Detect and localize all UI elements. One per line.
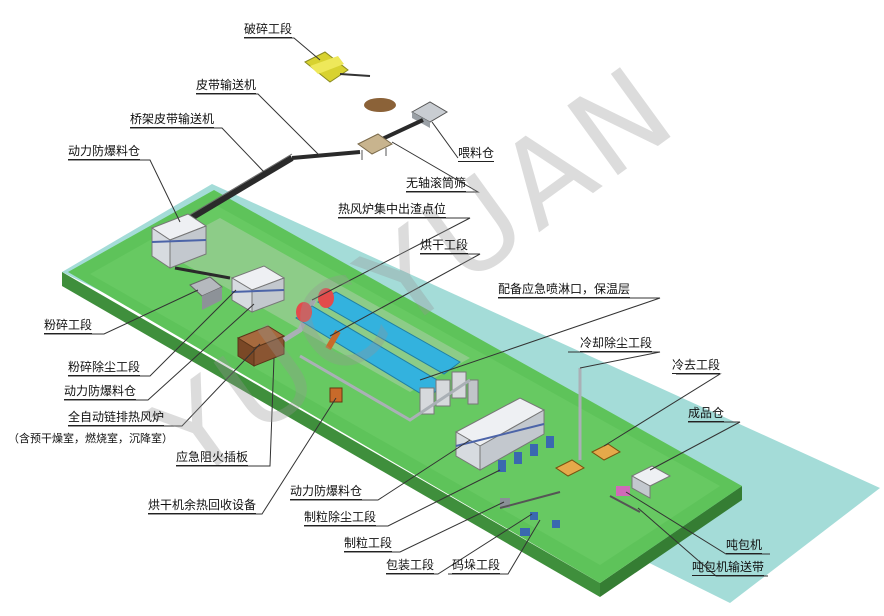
label-feed-bin: 喂料仓: [458, 146, 495, 162]
coolers: [555, 443, 621, 477]
label-packing: 包装工段: [386, 558, 435, 574]
label-power-bin-2: 动力防爆料仓: [64, 384, 137, 400]
label-power-bin-1: 动力防爆料仓: [68, 144, 141, 160]
label-pellet-dust: 制粒除尘工段: [304, 510, 377, 526]
label-belt-conveyor: 皮带输送机: [196, 78, 257, 94]
pellet-mills: [498, 436, 554, 472]
material-pile: [364, 98, 396, 112]
rotary-dryer-2: [316, 288, 461, 375]
power-bin-3: [454, 397, 546, 471]
label-drying: 烘干工段: [420, 238, 469, 254]
bridge-belt-edge: [187, 153, 293, 217]
label-furnace: 全自动链排热风炉: [68, 410, 165, 426]
power-bin-2: [230, 265, 286, 313]
label-ton-bag-conveyor: 吨包机输送带: [692, 560, 765, 576]
label-furnace-note: （含预干燥室，燃烧室，沉降室）: [8, 432, 173, 445]
heat-recovery-unit: [329, 387, 343, 403]
label-stacking: 码垛工段: [452, 558, 501, 574]
packing-area: [499, 491, 561, 536]
label-bridge-belt: 桥架皮带输送机: [130, 112, 215, 128]
label-cool-dust: 冷却除尘工段: [580, 336, 653, 352]
bridge-belt-conveyor: [186, 155, 294, 223]
label-slag-point: 热风炉集中出渣点位: [338, 202, 447, 218]
label-product-bin: 成品仓: [688, 406, 725, 422]
platform-side-front: [600, 486, 742, 597]
label-spray: 配备应急喷淋口，保温层: [498, 282, 631, 298]
belt-conveyor-2: [291, 150, 361, 160]
label-cooling: 冷去工段: [672, 358, 721, 374]
label-heat-recovery: 烘干机余热回收设备: [148, 498, 257, 514]
return-duct: [299, 354, 471, 422]
power-bin-1: [150, 213, 208, 269]
crusher: [304, 51, 371, 83]
label-power-bin-3: 动力防爆料仓: [290, 484, 363, 500]
grinder: [174, 266, 231, 310]
label-grind-dust: 粉碎除尘工段: [68, 360, 141, 376]
leader-lines: [44, 37, 770, 577]
belt-conveyor-line: [379, 118, 424, 142]
platform-side: [62, 272, 600, 597]
label-ton-bag: 吨包机: [726, 538, 763, 554]
label-crushing-top: 破碎工段: [244, 22, 293, 38]
label-pelletizing: 制粒工段: [344, 536, 393, 552]
trommel-equipment: [357, 133, 393, 160]
floor-strip: [160, 218, 470, 392]
label-grinding: 粉碎工段: [44, 318, 93, 334]
label-fire-gate: 应急阻火插板: [176, 450, 249, 466]
label-trommel: 无轴滚筒筛: [406, 176, 467, 192]
hot-air-furnace: [236, 325, 286, 367]
ton-bag-machine: [609, 486, 641, 513]
product-bin-equipment: [630, 465, 672, 499]
